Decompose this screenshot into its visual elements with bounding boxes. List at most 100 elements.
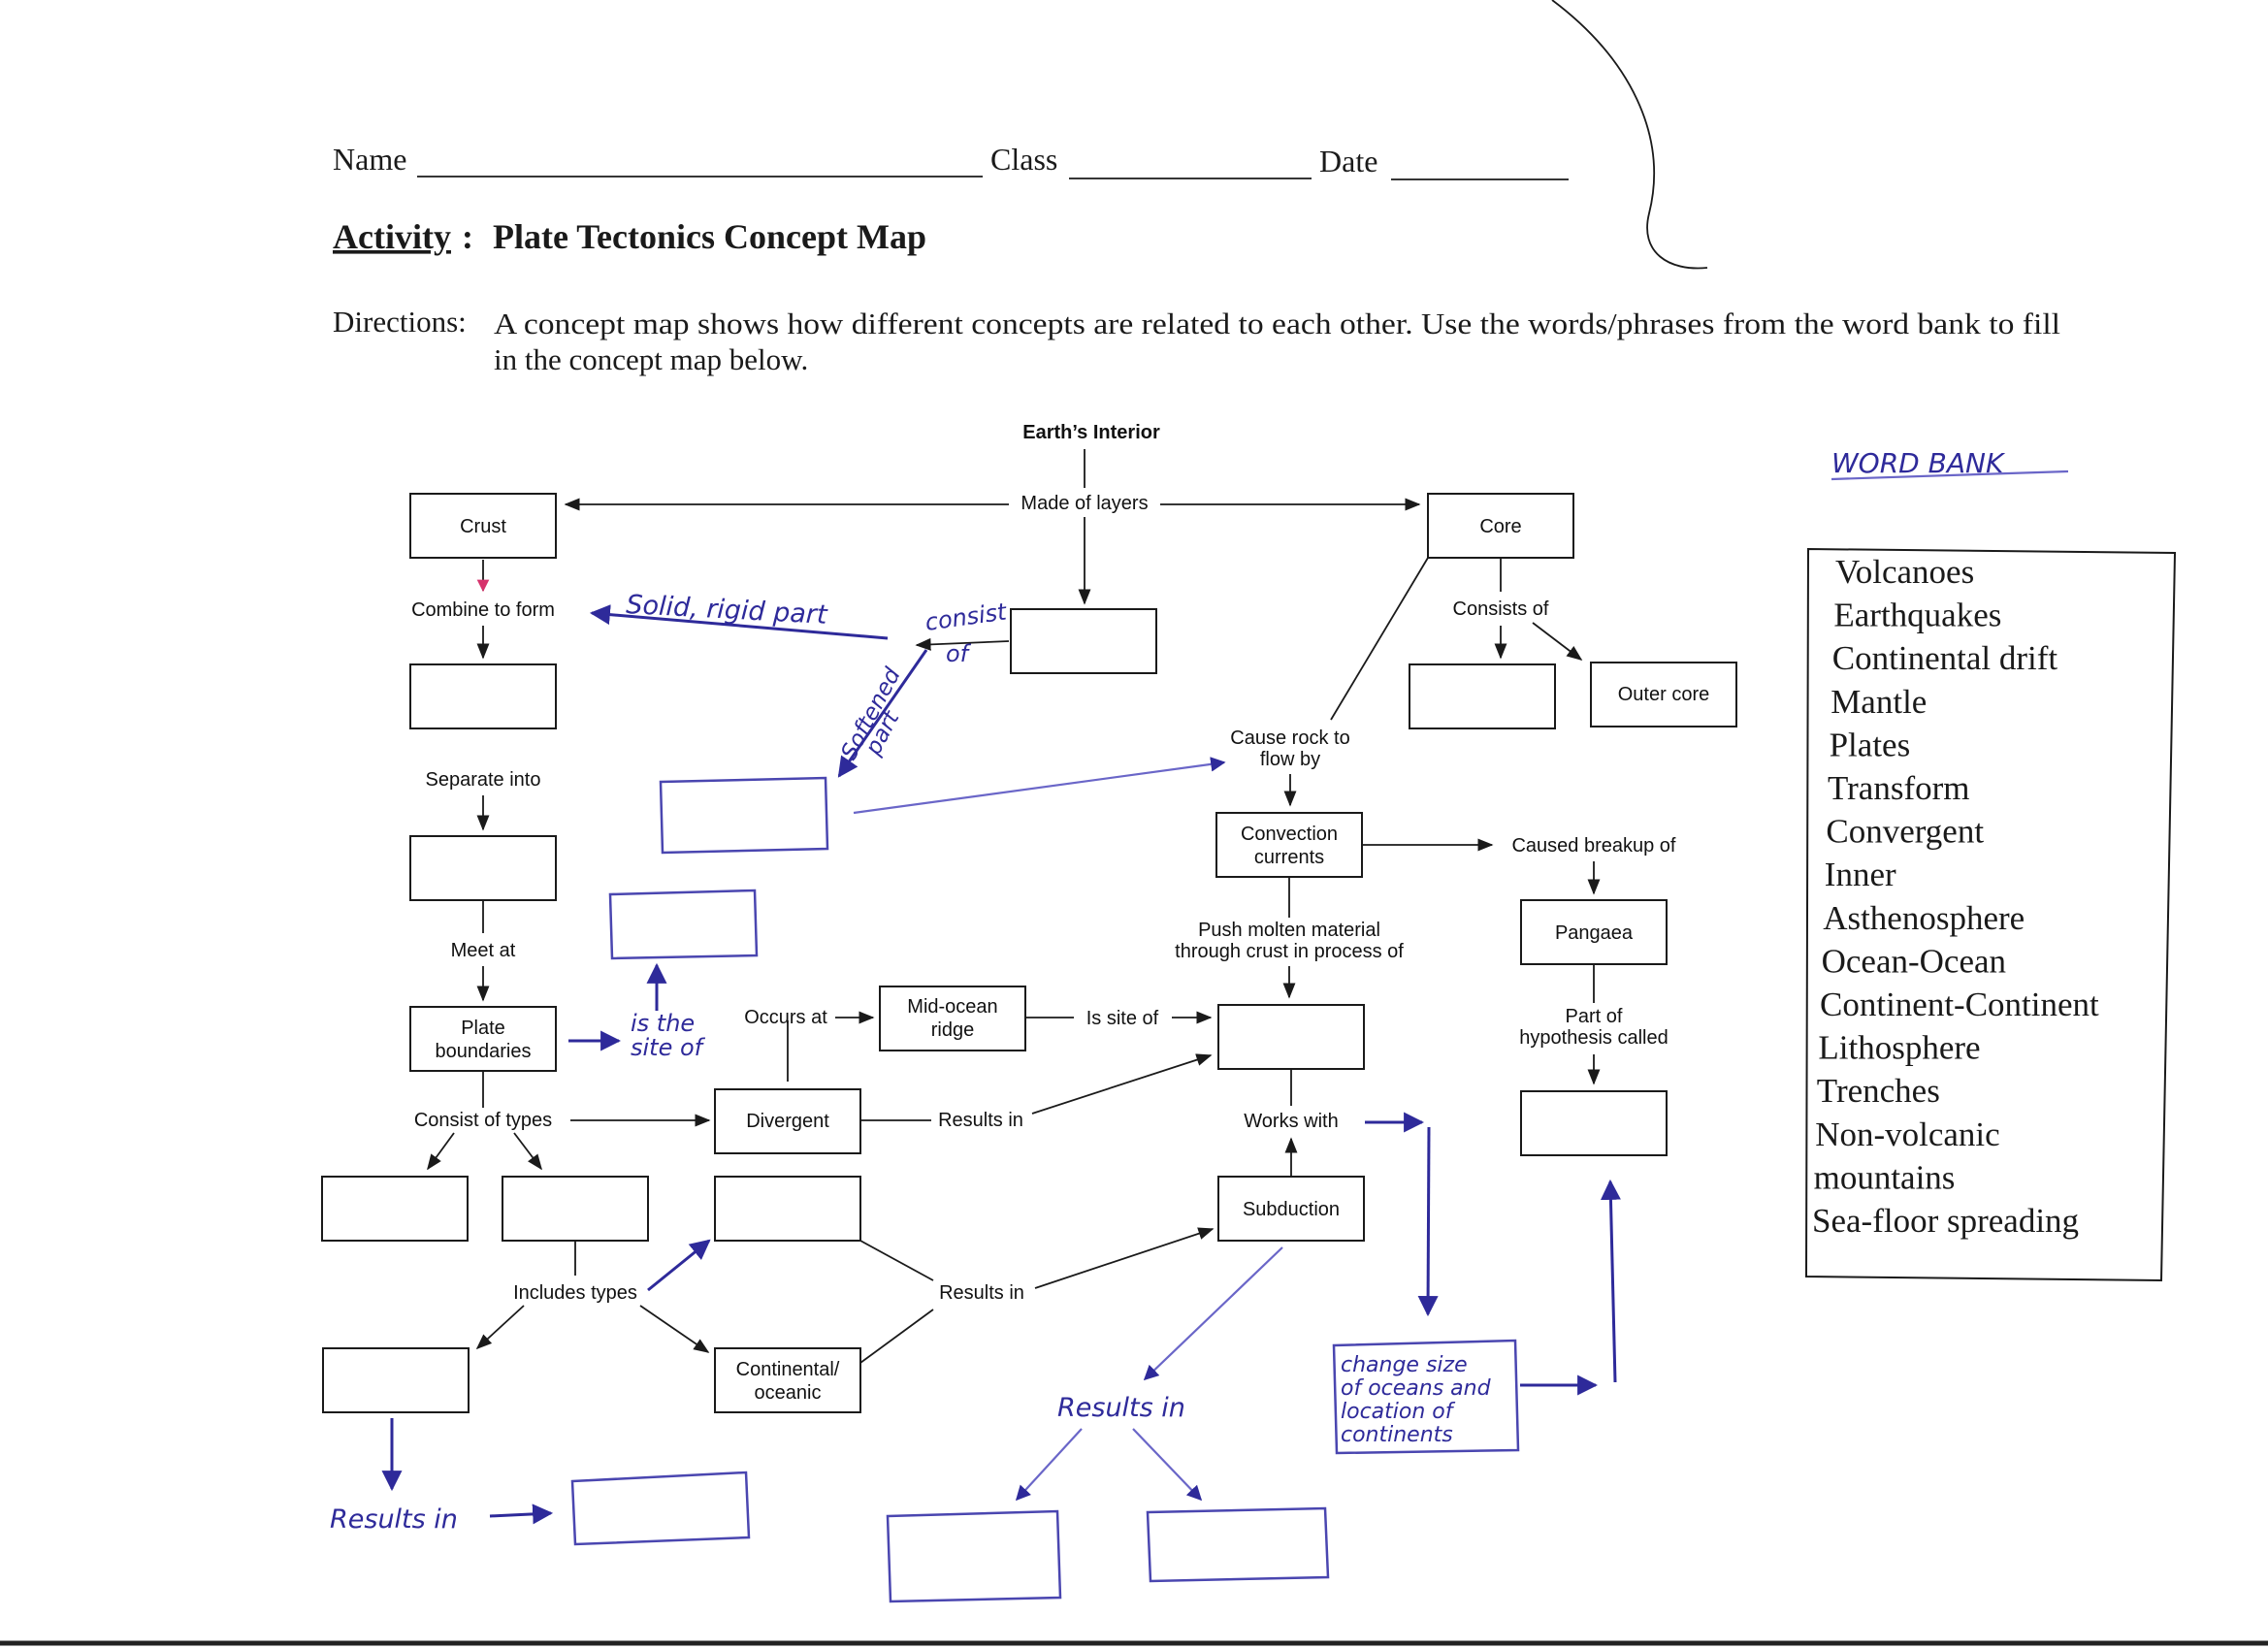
arrow-to-left-result-icon [1015, 1428, 1083, 1502]
word-bank-item: Trenches [1817, 1072, 1940, 1110]
word-bank-item: Non-volcanic [1815, 1116, 1999, 1153]
word-bank-item: Transform [1828, 769, 1970, 807]
combine-to-form-label: Combine to form [411, 599, 555, 621]
answer-box-plates[interactable] [409, 663, 557, 729]
consist-of-note-line-2: of [946, 640, 972, 667]
word-bank-item: Volcanoes [1835, 553, 1974, 591]
arrow-mantle-consist [915, 637, 1010, 651]
arrow-to-subduction [1034, 1227, 1215, 1289]
word-bank-item: Plates [1830, 726, 1911, 763]
earths-interior-label: Earth’s Interior [1022, 422, 1160, 443]
answer-box-inner[interactable] [1409, 663, 1556, 729]
directions-label: Directions: [333, 305, 467, 339]
results-in-center-note: Results in [1057, 1393, 1185, 1423]
consists-of-label: Consists of [1453, 598, 1549, 620]
cause-rock-line-1: Cause rock to [1230, 728, 1349, 749]
arrow-to-outer-core [1532, 622, 1583, 661]
word-bank-item: Continental drift [1832, 639, 2058, 677]
arrow-to-ocean-box [475, 1305, 525, 1350]
word-bank-item: Earthquakes [1833, 597, 2001, 634]
change-note-line-2: of oceans and [1341, 1376, 1492, 1401]
convection-line-1: Convection [1241, 824, 1338, 845]
consist-of-note-line-1: consist [923, 598, 1010, 636]
core-label: Core [1479, 516, 1521, 537]
mid-ocean-line-1: Mid-ocean [907, 996, 997, 1018]
cause-rock-line-2: flow by [1260, 749, 1320, 770]
word-bank-item: Sea-floor spreading [1812, 1202, 2079, 1240]
arrow-softened-icon [837, 649, 928, 778]
word-bank-item: mountains [1814, 1158, 1956, 1196]
convection-currents-box [1215, 812, 1363, 878]
answer-box-mantle[interactable] [1010, 608, 1157, 674]
consist-of-types-label: Consist of types [414, 1110, 552, 1131]
directions-line-2: in the concept map below. [494, 342, 808, 376]
arrow-to-transform-box [427, 1132, 455, 1171]
convection-line-2: currents [1254, 847, 1324, 868]
is-the-site-of-line-1: is the [631, 1010, 695, 1037]
answer-box-continental-drift[interactable] [1520, 1090, 1668, 1156]
crust-label: Crust [460, 516, 506, 537]
push-line-2: through crust in process of [1175, 941, 1404, 962]
outer-core-label: Outer core [1618, 684, 1709, 705]
arrow-to-seafloor-from-divergent [1031, 1053, 1213, 1115]
results-in-label-2: Results in [939, 1282, 1024, 1304]
answer-box-asthenosphere[interactable] [659, 776, 829, 855]
continental-oceanic-line-2: oceanic [755, 1382, 822, 1404]
arrow-to-trenches-icon [489, 1504, 554, 1525]
change-size-note-box [1332, 1339, 1520, 1455]
answer-box-volcanoes[interactable] [608, 889, 759, 960]
divergent-label: Divergent [746, 1111, 829, 1132]
pangaea-box [1520, 899, 1668, 965]
subduction-box [1217, 1176, 1365, 1242]
connector-ocean-results [859, 1240, 934, 1281]
arrow-up-to-drift-icon [1600, 1179, 1621, 1383]
answer-box-transform[interactable] [321, 1176, 469, 1242]
arrow-to-continental-oceanic [639, 1305, 710, 1353]
word-bank-underline [1831, 469, 2069, 481]
plate-boundaries-line-1: Plate [461, 1018, 505, 1039]
answer-box-trenches[interactable] [570, 1471, 751, 1546]
activity-label: Activity [333, 217, 451, 256]
works-with-label: Works with [1244, 1111, 1338, 1132]
date-label: Date [1319, 144, 1377, 178]
answer-box-earthquakes[interactable] [886, 1509, 1062, 1603]
page-curl-edge [1551, 0, 1708, 270]
header: Name Class Date Activity : Plate Tectoni… [333, 142, 2060, 376]
concept-map: Earth’s Interior Made of layers Crust Co… [321, 422, 1737, 1413]
pangaea-label: Pangaea [1555, 922, 1634, 944]
core-box [1427, 493, 1574, 559]
answer-box-mountains[interactable] [1146, 1506, 1330, 1583]
change-note-line-4: continents [1341, 1423, 1453, 1447]
change-note-line-3: location of [1341, 1400, 1456, 1424]
part-of-line-1: Part of [1566, 1006, 1623, 1027]
arrow-solid-rigid-icon [589, 604, 889, 640]
meet-at-label: Meet at [451, 940, 516, 961]
answer-box-sea-floor-spreading[interactable] [1217, 1004, 1365, 1070]
results-in-bottom-note: Results in [330, 1504, 458, 1535]
mid-ocean-ridge-box [879, 986, 1026, 1051]
crust-box [409, 493, 557, 559]
answer-box-convergent[interactable] [502, 1176, 649, 1242]
answer-box-ocean[interactable] [322, 1347, 470, 1413]
directions-line-1: A concept map shows how different concep… [494, 307, 2060, 340]
separate-into-label: Separate into [426, 769, 541, 791]
word-bank-item: Lithosphere [1818, 1029, 1980, 1067]
word-bank-item: Asthenosphere [1823, 899, 2025, 937]
arrow-to-convergent-box [513, 1132, 542, 1171]
results-in-label-1: Results in [938, 1110, 1023, 1131]
word-bank-item: Ocean-Ocean [1822, 942, 2006, 980]
answer-box-ocean-ocean[interactable] [714, 1176, 861, 1242]
arrow-to-right-result-icon [1132, 1428, 1203, 1502]
plate-boundaries-line-2: boundaries [436, 1041, 532, 1062]
outer-core-box [1590, 662, 1737, 728]
name-label: Name [333, 142, 406, 177]
answer-box-separate[interactable] [409, 835, 557, 901]
includes-types-label: Includes types [513, 1282, 637, 1304]
arrow-includes-to-ocean-ocean-icon [647, 1239, 711, 1292]
word-bank-item: Convergent [1826, 813, 1984, 851]
activity-title: Plate Tectonics Concept Map [493, 217, 926, 256]
push-line-1: Push molten material [1198, 920, 1380, 941]
continental-oceanic-line-1: Continental/ [736, 1359, 840, 1380]
